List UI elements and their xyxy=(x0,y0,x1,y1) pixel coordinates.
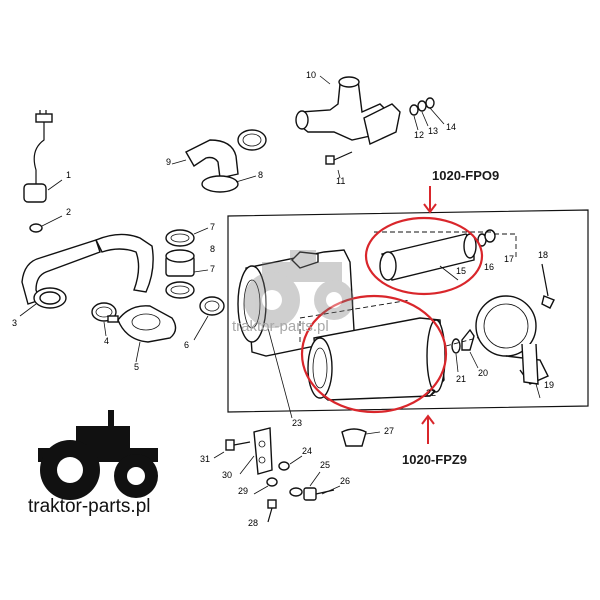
label-part-17: 17 xyxy=(504,254,515,264)
label-part-23: 23 xyxy=(292,418,303,428)
part-5-rubber-elbow xyxy=(117,305,177,363)
label-part-30: 30 xyxy=(222,470,233,480)
label-part-13: 13 xyxy=(428,126,439,136)
part-31-bolt xyxy=(213,439,251,459)
label-part-10: 10 xyxy=(306,70,317,80)
part-23-air-cleaner-housing xyxy=(237,249,355,419)
label-part-3: 3 xyxy=(12,318,18,328)
label-part-22: 22 xyxy=(426,388,437,398)
part-30-bracket xyxy=(239,427,273,475)
label-part-8a: 8 xyxy=(258,170,264,180)
part-6-clamp xyxy=(193,296,225,341)
label-part-29: 29 xyxy=(238,486,249,496)
label-part-24: 24 xyxy=(302,446,313,456)
label-part-19: 19 xyxy=(544,380,555,390)
logo-text: traktor-parts.pl xyxy=(28,496,151,517)
arrow-lower xyxy=(421,414,435,444)
label-part-11: 11 xyxy=(336,176,346,186)
part-25-26-bolt xyxy=(289,471,341,501)
label-part-7b: 7 xyxy=(210,264,216,274)
highlight-lower-filter xyxy=(300,294,448,414)
label-part-31: 31 xyxy=(200,454,211,464)
part-3-hose-elbow xyxy=(19,233,154,317)
label-part-21: 21 xyxy=(456,374,467,384)
label-part-26: 26 xyxy=(340,476,351,486)
label-part-27: 27 xyxy=(384,426,395,436)
label-part-6: 6 xyxy=(184,340,190,350)
watermark-tractor-icon xyxy=(244,250,354,328)
label-part-2: 2 xyxy=(66,207,72,217)
callout-upper-part-number: 1020-FPO9 xyxy=(432,168,500,183)
part-15-inner-filter xyxy=(379,233,477,281)
part-21-20-wingnut xyxy=(299,299,501,373)
part-7-clamps xyxy=(165,227,209,299)
label-part-1: 1 xyxy=(66,170,72,180)
callout-lower-part-number: 1020-FPZ9 xyxy=(402,452,468,467)
label-part-28: 28 xyxy=(248,518,259,528)
part-10-intake-pipe xyxy=(295,75,401,145)
label-part-4: 4 xyxy=(104,336,110,346)
part-11-bolt xyxy=(325,151,353,179)
label-part-5: 5 xyxy=(134,362,140,372)
label-part-15: 15 xyxy=(456,266,467,276)
part-19-dust-cup xyxy=(475,295,549,399)
part-4-clamp xyxy=(91,302,119,337)
arrow-upper xyxy=(423,186,437,214)
part-2-washer xyxy=(29,215,63,233)
label-part-12: 12 xyxy=(414,130,425,140)
label-part-7a: 7 xyxy=(210,222,216,232)
part-12-14-hardware xyxy=(409,97,445,131)
part-24-29-washers xyxy=(253,455,303,495)
label-part-25: 25 xyxy=(320,460,331,470)
watermark-text: traktor-parts.pl xyxy=(232,318,329,335)
part-18-clip xyxy=(541,263,555,309)
highlight-upper-filter xyxy=(364,216,484,296)
air-cleaner-assembly-box xyxy=(227,209,589,413)
label-part-16: 16 xyxy=(484,262,495,272)
part-1-sensor xyxy=(23,110,63,203)
label-part-14: 14 xyxy=(446,122,457,132)
label-part-18: 18 xyxy=(538,250,549,260)
label-part-8b: 8 xyxy=(210,244,216,254)
logo-tractor-icon xyxy=(38,410,158,500)
part-27-cap xyxy=(341,428,381,447)
part-28-screw xyxy=(267,499,277,523)
label-part-9: 9 xyxy=(166,157,172,167)
part-16-17-hardware xyxy=(374,229,517,260)
part-8-clamp-upper xyxy=(201,129,267,193)
label-part-20: 20 xyxy=(478,368,489,378)
